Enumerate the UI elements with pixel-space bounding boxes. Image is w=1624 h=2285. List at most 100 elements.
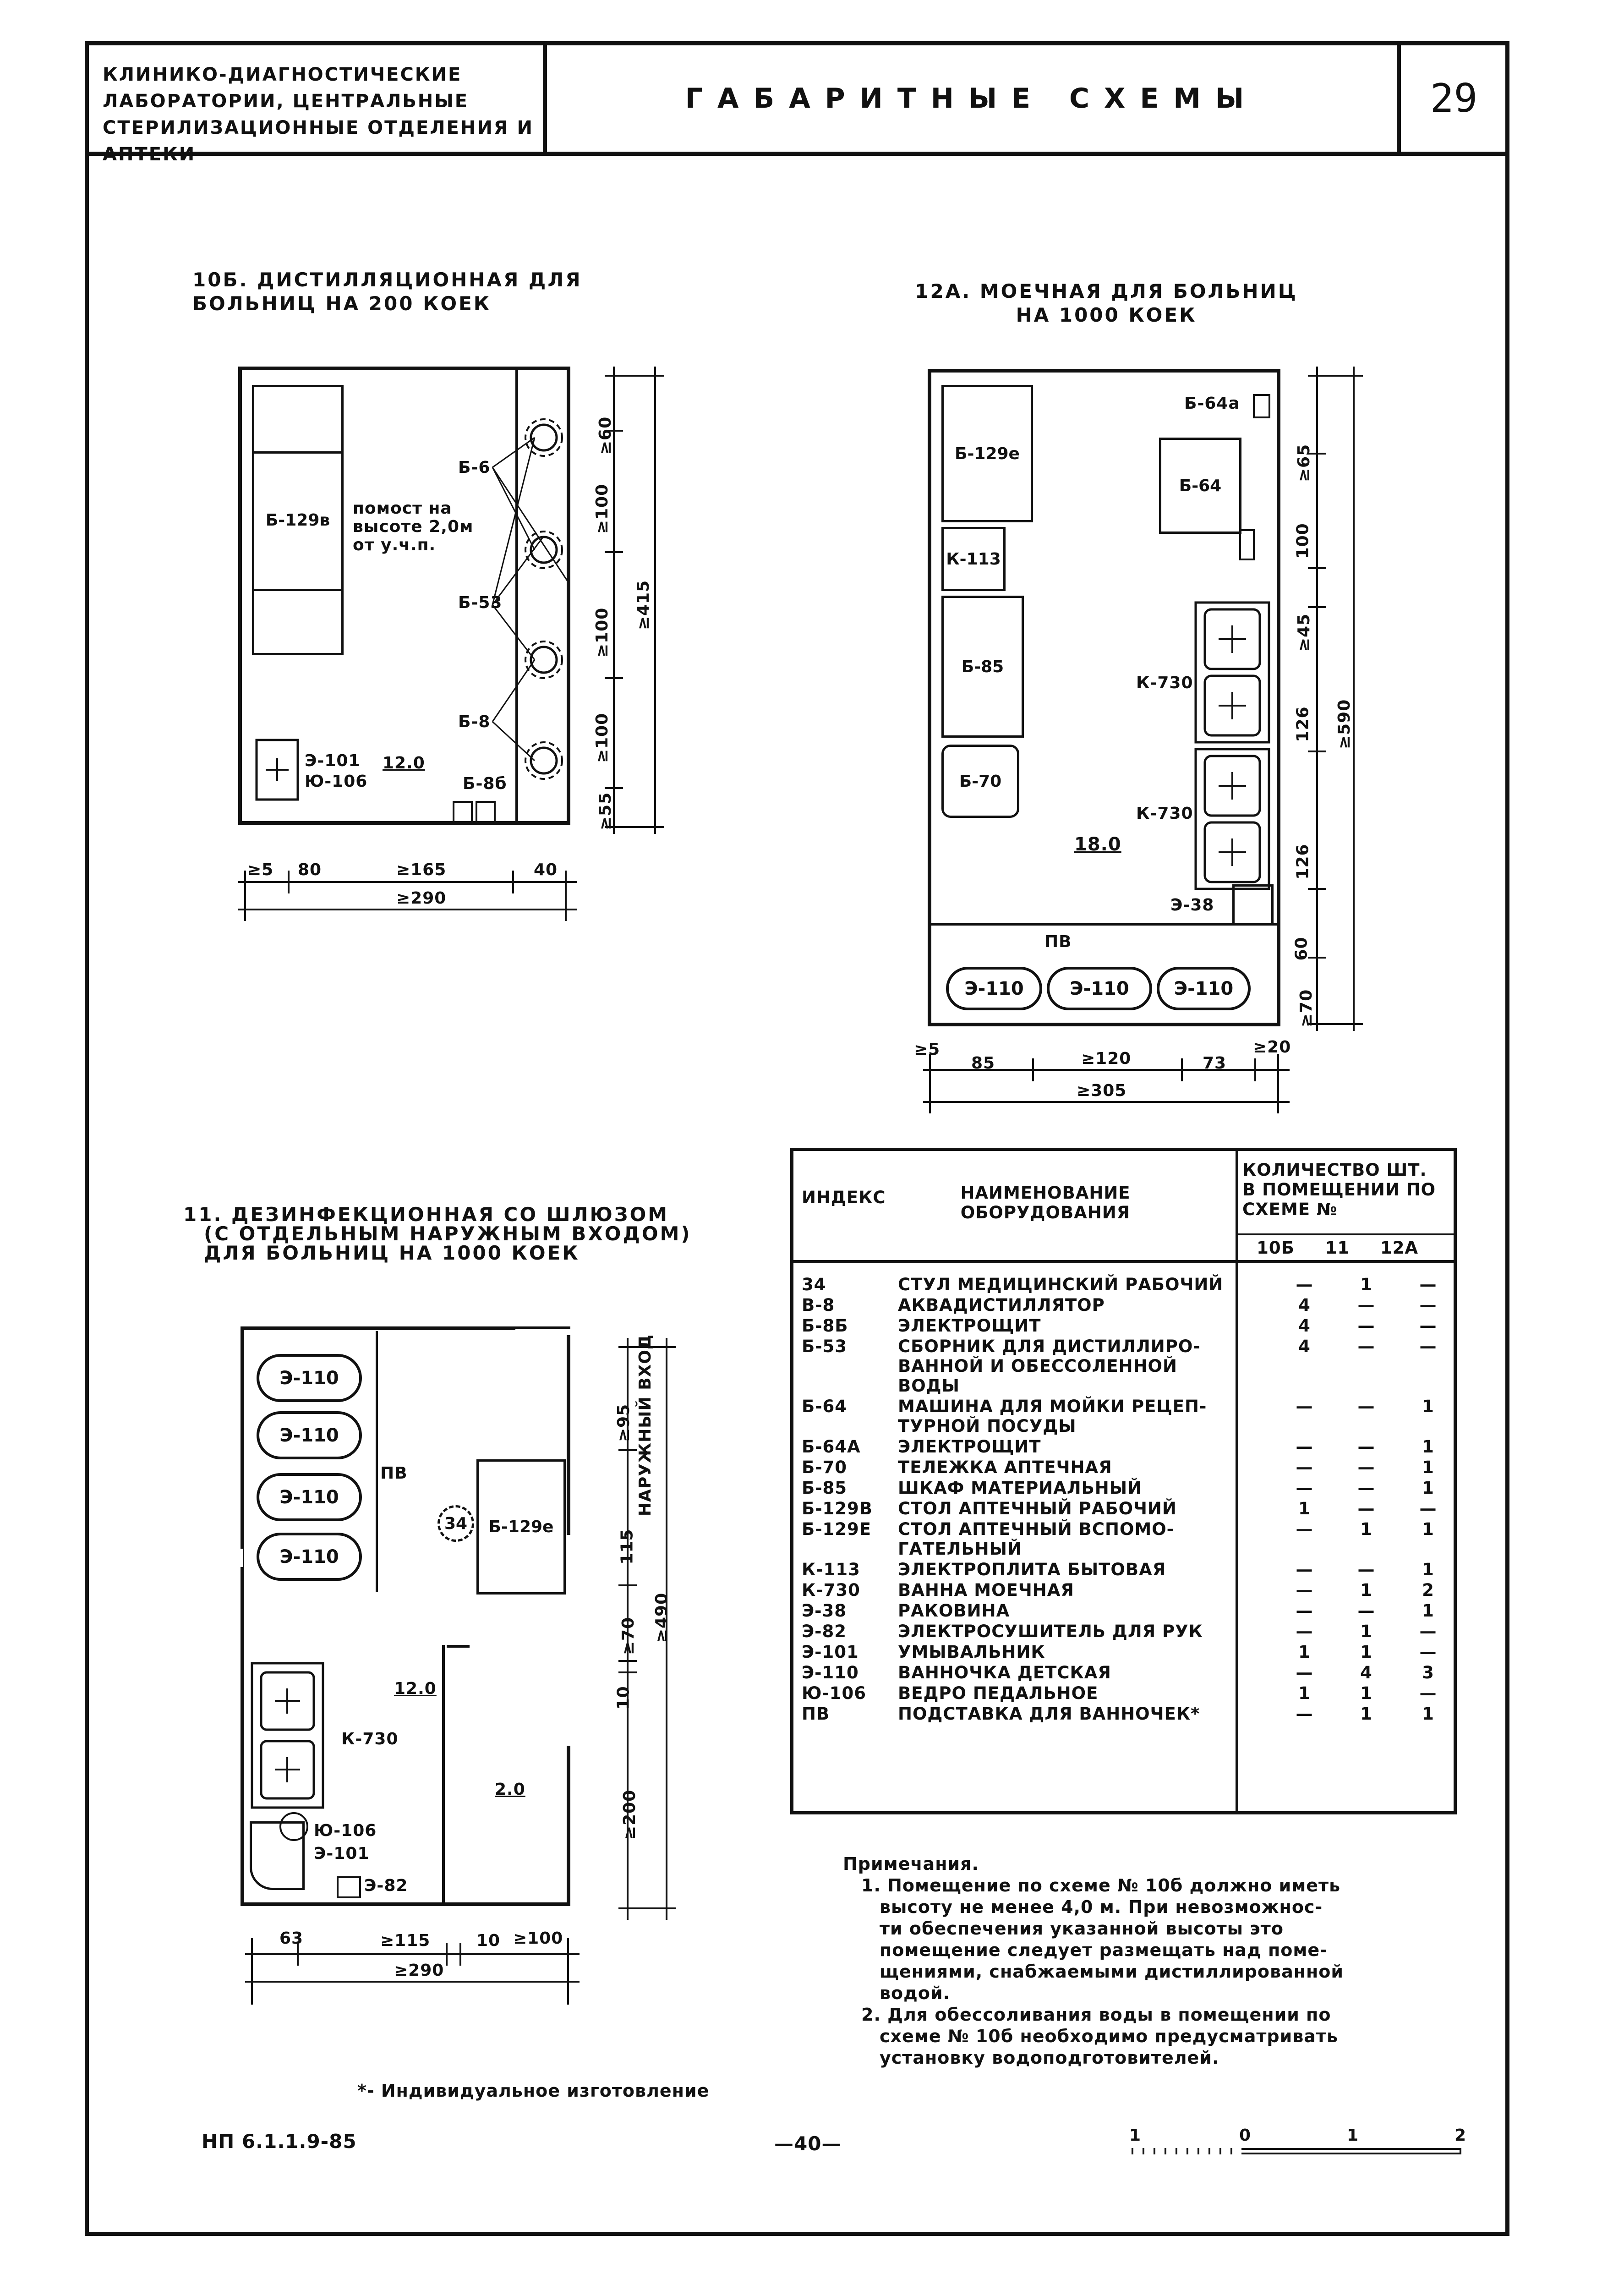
- row-name: Ванна моечная: [898, 1580, 1274, 1600]
- dim-10b-v5: ≥100: [593, 712, 612, 763]
- row-qty: —: [1357, 1337, 1375, 1356]
- dim-12a-h1: ≥5: [914, 1040, 940, 1059]
- row-name: Тележка аптечная: [898, 1458, 1274, 1477]
- row-qty: —: [1419, 1499, 1437, 1518]
- row-qty: —: [1357, 1499, 1375, 1518]
- note-2-line-1: 2. Для обессоливания воды в помещении по: [861, 2005, 1331, 2025]
- table-row: Э-101Умывальник11—: [793, 1642, 1459, 1662]
- dim-10b-v1: ≥60: [596, 416, 615, 455]
- row-name-line: Стул медицинский рабочий: [898, 1275, 1224, 1294]
- row-index: В-8: [802, 1295, 835, 1315]
- label-12a-e110-2: Э-110: [1070, 978, 1129, 999]
- row-qty: 1: [1360, 1275, 1372, 1294]
- table-row: 34Стул медицинский рабочий—1—: [793, 1275, 1459, 1294]
- row-qty: —: [1357, 1458, 1375, 1477]
- row-name-line: Стол аптечный рабочий: [898, 1499, 1177, 1518]
- scheme-10b-hdims: [238, 871, 577, 921]
- row-name-line: воды: [898, 1376, 960, 1396]
- dim-11-v5: 10: [614, 1686, 633, 1710]
- row-name-line: Электрощит: [898, 1316, 1041, 1336]
- label-11-e110-4: Э-110: [279, 1546, 339, 1567]
- label-12a-b64: Б-64: [1179, 476, 1222, 495]
- dim-12a-v5: ≥590: [1335, 699, 1354, 750]
- scheme-11-title: 11. Дезинфекционная со шлюзом (с отдельн…: [183, 1205, 779, 1263]
- row-qty: —: [1419, 1316, 1437, 1336]
- row-qty: 1: [1422, 1519, 1434, 1539]
- page-title: ГАБАРИТНЫЕ СХЕМЫ: [685, 82, 1259, 115]
- row-name: Раковина: [898, 1601, 1274, 1621]
- scheme-12a-panel-b64a: [1253, 394, 1270, 418]
- scheme-11-bath-3: Э-110: [257, 1473, 362, 1521]
- label-12a-e38: Э-38: [1170, 896, 1214, 915]
- dim-12a-h5: ≥20: [1253, 1038, 1291, 1057]
- row-qty: —: [1357, 1478, 1375, 1498]
- washbasin-e101: [255, 739, 299, 801]
- row-name-line: Шкаф материальный: [898, 1478, 1143, 1498]
- row-qty: 4: [1298, 1337, 1311, 1356]
- table-row: Э-82Электросушитель для рук—1—: [793, 1622, 1459, 1641]
- dim-12a-v2: 100: [1293, 523, 1312, 559]
- col-index-header: Индекс: [802, 1188, 886, 1207]
- row-index: Б-53: [802, 1337, 848, 1356]
- row-qty: 1: [1298, 1683, 1311, 1703]
- label-11-chair: 34: [444, 1514, 468, 1533]
- dim-11-v3: ≥70: [619, 1616, 638, 1655]
- row-name: Сборник для дистиллиро-ванной и обессоле…: [898, 1337, 1274, 1396]
- row-qty: —: [1419, 1275, 1437, 1294]
- scheme-11-title-1: 11. Дезинфекционная со шлюзом: [183, 1203, 669, 1226]
- note-1: 1. Помещение по схеме № 10б должно иметь…: [843, 1875, 1438, 2004]
- dim-12a-v3: ≥45: [1295, 613, 1314, 652]
- dim-11-h2: ≥115: [380, 1931, 431, 1950]
- row-index: Б-70: [802, 1458, 848, 1477]
- dim-12a-h4: 73: [1203, 1054, 1227, 1073]
- row-qty: 1: [1360, 1683, 1372, 1703]
- col-qty-header-1: Количество шт.: [1242, 1160, 1427, 1180]
- row-index: Э-101: [802, 1642, 859, 1662]
- row-qty: —: [1296, 1275, 1313, 1294]
- row-name-line: ванной и обессоленной: [898, 1356, 1177, 1376]
- scheme-11-chair-34: 34: [437, 1505, 474, 1542]
- row-qty: —: [1296, 1580, 1313, 1600]
- row-qty: —: [1296, 1437, 1313, 1457]
- dim-10b-v4: ≥415: [634, 580, 653, 630]
- row-qty: —: [1357, 1316, 1375, 1336]
- row-name-line: Стол аптечный вспомо-: [898, 1519, 1175, 1539]
- row-qty: —: [1296, 1601, 1313, 1621]
- label-12a-k730b: К-730: [1136, 804, 1193, 823]
- row-name-line: турной посуды: [898, 1416, 1077, 1436]
- col-qty-header-3: схеме №: [1242, 1200, 1338, 1219]
- label-11-e110-3: Э-110: [279, 1486, 339, 1508]
- label-e101: Э-101: [305, 751, 361, 770]
- dim-11-v4: ≥490: [652, 1592, 672, 1643]
- table-row: К-730Ванна моечная—12: [793, 1580, 1459, 1600]
- row-qty: —: [1419, 1622, 1437, 1641]
- row-qty: 1: [1360, 1519, 1372, 1539]
- scheme-10b-drawing: [255, 418, 569, 823]
- section-title: Клинико-диагностические лаборатории, цен…: [89, 45, 547, 165]
- label-12a-k113: К-113: [946, 549, 1001, 569]
- row-qty: 4: [1298, 1316, 1311, 1336]
- platform-line-1: помост на: [353, 499, 452, 518]
- row-qty: —: [1419, 1337, 1437, 1356]
- collector-2: [530, 746, 558, 775]
- col-11: 11: [1325, 1238, 1350, 1258]
- row-qty: —: [1419, 1683, 1437, 1703]
- scheme-12a-bath-1: Э-110: [946, 967, 1042, 1010]
- row-index: Ю-106: [802, 1683, 867, 1703]
- row-name: Стол аптечный рабочий: [898, 1499, 1274, 1518]
- row-name-line: Машина для мойки рецеп-: [898, 1397, 1207, 1416]
- row-name-line: Ведро педальное: [898, 1683, 1099, 1703]
- scheme-11-entrance-gap: [515, 1329, 570, 1335]
- dim-10b-v2: ≥100: [593, 483, 612, 534]
- label-11-e110-1: Э-110: [279, 1367, 339, 1389]
- row-qty: 1: [1422, 1397, 1434, 1416]
- note-2-line-3: установку водоподготовителей.: [880, 2048, 1219, 2068]
- row-name-line: Ванночка детская: [898, 1663, 1111, 1682]
- row-qty: 1: [1298, 1642, 1311, 1662]
- note-1-line-3: ти обеспечения указанной высоты это: [880, 1918, 1284, 1939]
- row-name-line: Тележка аптечная: [898, 1458, 1112, 1477]
- scale-label-1: 1: [1129, 2126, 1142, 2145]
- scheme-12a-table-b129e: Б-129е: [941, 385, 1033, 522]
- row-qty: 1: [1360, 1642, 1372, 1662]
- scale-bar: 1 0 1 2: [1129, 2126, 1466, 2158]
